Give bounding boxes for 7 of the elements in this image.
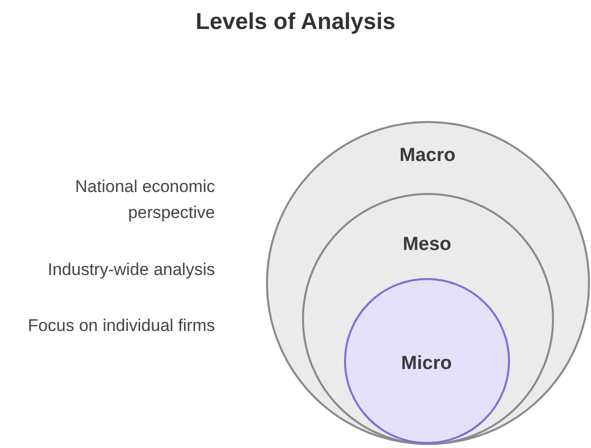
level-label: Macro <box>398 145 456 167</box>
description-text: Focus on individual firms <box>26 315 215 337</box>
level-label: Meso <box>402 234 452 256</box>
description-text: Industry-wide analysis <box>46 259 215 281</box>
diagram-title: Levels of Analysis <box>194 8 396 35</box>
description-text: National economic perspective <box>74 176 215 224</box>
level-label: Micro <box>400 353 453 375</box>
